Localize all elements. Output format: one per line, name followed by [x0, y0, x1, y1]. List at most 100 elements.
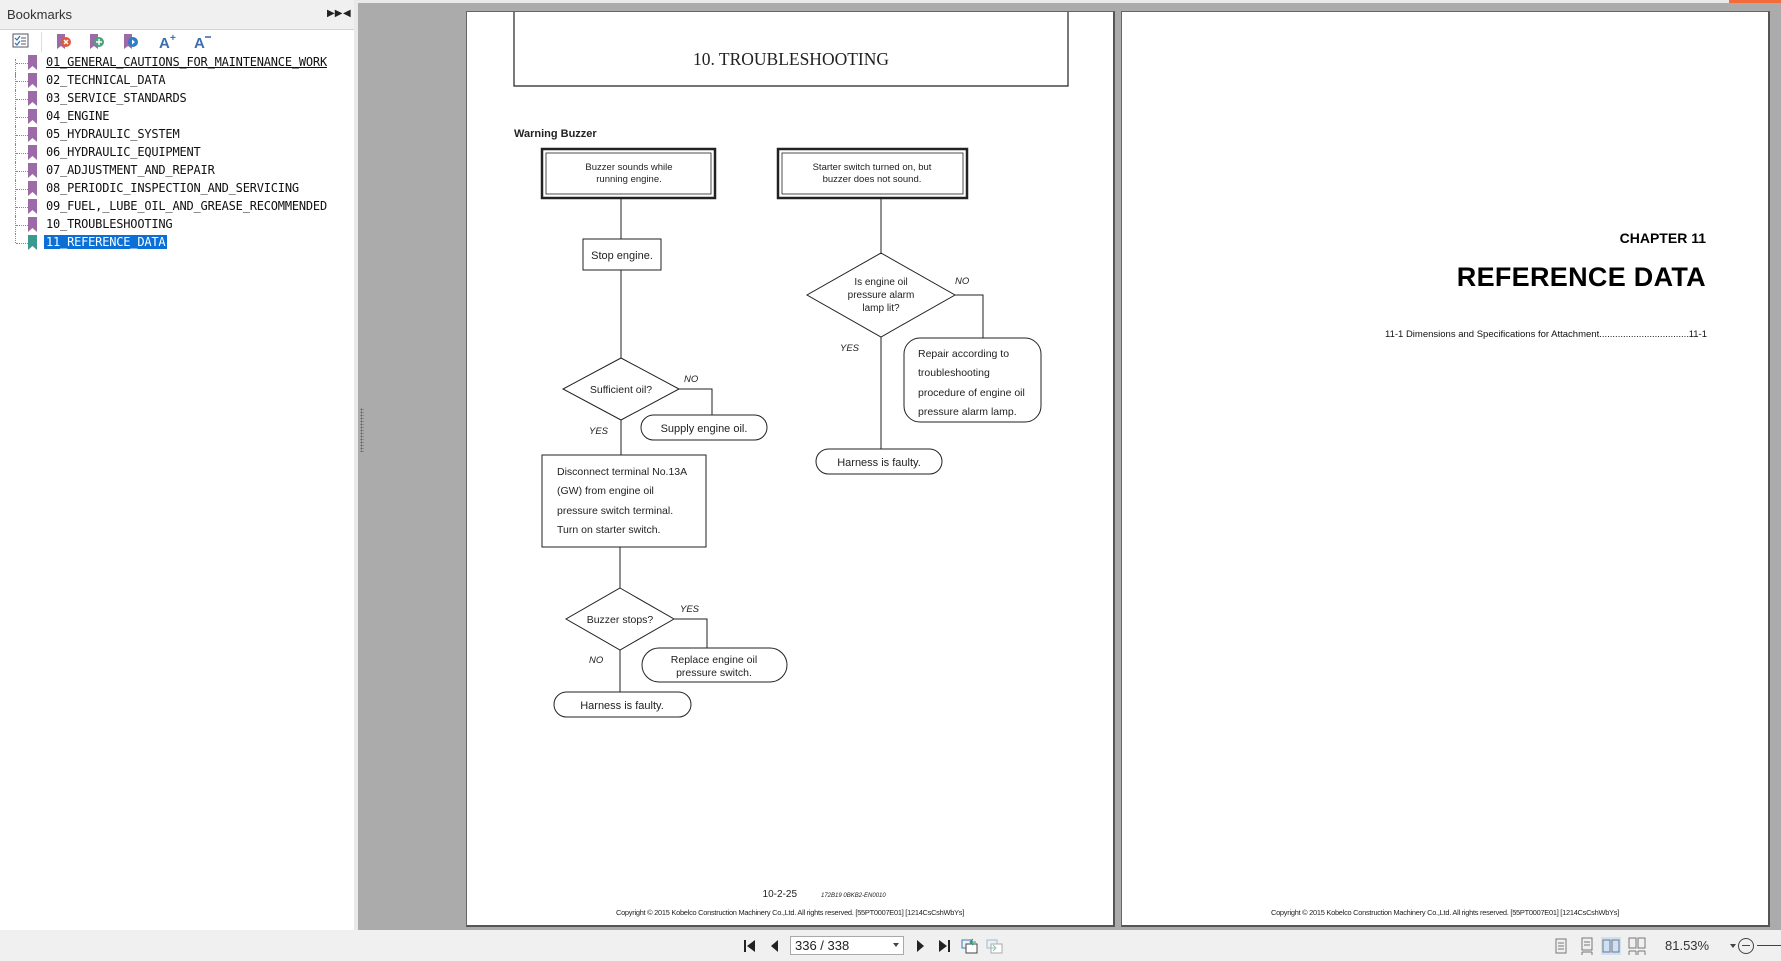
- tree-line: [16, 81, 28, 82]
- zoom-level[interactable]: 81.53%: [1665, 938, 1710, 953]
- panel-title: Bookmarks: [7, 7, 73, 22]
- bookmark-item[interactable]: 04_ENGINE: [0, 108, 354, 126]
- bookmark-icon: [28, 181, 37, 196]
- buzzer-stops-text: Buzzer stops?: [587, 614, 654, 626]
- zoom-slider[interactable]: [1757, 945, 1781, 946]
- repair-line1: Repair according to: [918, 348, 1009, 360]
- two-page-view-icon[interactable]: [1601, 937, 1621, 955]
- left-connectors: [619, 199, 984, 692]
- tree-line: [16, 207, 28, 208]
- chapter-title: REFERENCE DATA: [1456, 262, 1706, 292]
- splitter-grip[interactable]: [360, 408, 364, 452]
- harness-faulty-right-terminator: [815, 448, 943, 475]
- tree-line: [16, 63, 28, 64]
- stop-engine-box: [582, 238, 662, 271]
- bookmark-item[interactable]: 11_REFERENCE_DATA: [0, 234, 354, 252]
- accent-bar: [1729, 0, 1781, 3]
- disconnect-line3: pressure switch terminal.: [557, 505, 673, 517]
- tree-line: [15, 108, 16, 126]
- buzzer-stops-no: NO: [589, 655, 604, 666]
- delete-bookmark-icon[interactable]: [56, 33, 76, 51]
- tree-line: [15, 126, 16, 144]
- add-bookmark-icon[interactable]: [89, 33, 109, 51]
- tree-line: [16, 117, 28, 118]
- page-number: 10-2-25: [763, 889, 798, 900]
- repair-line3: procedure of engine oil: [918, 387, 1025, 399]
- tree-line: [16, 99, 28, 100]
- section-title: Warning Buzzer: [514, 128, 597, 140]
- sufficient-oil-text: Sufficient oil?: [590, 384, 652, 396]
- bookmark-label: 09_FUEL,_LUBE_OIL_AND_GREASE_RECOMMENDED: [46, 199, 327, 213]
- tree-line: [15, 198, 16, 216]
- copyright-left: Copyright © 2015 Kobelco Construction Ma…: [615, 908, 964, 917]
- bookmark-icon: [28, 73, 37, 88]
- stop-engine-text: Stop engine.: [591, 250, 653, 262]
- tree-line: [15, 59, 16, 77]
- status-bar: 336 / 338 81.53%: [0, 930, 1781, 961]
- bookmark-item[interactable]: 09_FUEL,_LUBE_OIL_AND_GREASE_RECOMMENDED: [0, 198, 354, 216]
- panel-expand-icon[interactable]: ▶▶: [327, 8, 343, 19]
- tree-line: [16, 243, 28, 244]
- bookmark-icon: [28, 127, 37, 142]
- tree-line: [16, 225, 28, 226]
- decrease-font-icon[interactable]: A: [193, 33, 213, 52]
- harness-faulty-right-text: Harness is faulty.: [837, 457, 921, 469]
- bookmark-label: 03_SERVICE_STANDARDS: [46, 91, 187, 105]
- toc-entry[interactable]: 11-1 Dimensions and Specifications for A…: [1385, 329, 1707, 340]
- bookmark-item[interactable]: 02_TECHNICAL_DATA: [0, 72, 354, 90]
- bookmark-label: 05_HYDRAULIC_SYSTEM: [46, 127, 180, 141]
- repair-line2: troubleshooting: [918, 367, 990, 379]
- start-right-line2: buzzer does not sound.: [823, 174, 922, 185]
- bookmark-item[interactable]: 03_SERVICE_STANDARDS: [0, 90, 354, 108]
- start-box-left: [540, 147, 717, 200]
- continuous-view-icon[interactable]: [1577, 937, 1597, 955]
- alarm-lamp-no: NO: [955, 276, 970, 287]
- previous-page-button[interactable]: [767, 938, 783, 954]
- page-indicator: 336 / 338: [795, 938, 850, 953]
- alarm-lamp-diamond: [805, 252, 957, 338]
- bookmark-label: 08_PERIODIC_INSPECTION_AND_SERVICING: [46, 181, 299, 195]
- tree-line: [15, 234, 16, 243]
- tree-line: [16, 135, 28, 136]
- bookmark-item[interactable]: 10_TROUBLESHOOTING: [0, 216, 354, 234]
- buzzer-stops-yes: YES: [680, 604, 700, 615]
- previous-view-icon[interactable]: [961, 938, 978, 954]
- goto-bookmark-icon[interactable]: [123, 33, 143, 51]
- page-number-select[interactable]: 336 / 338: [790, 936, 904, 955]
- start-right-line1: Starter switch turned on, but: [813, 162, 932, 173]
- bookmark-icon: [28, 217, 37, 232]
- single-page-view-icon[interactable]: [1551, 937, 1571, 955]
- bookmark-item[interactable]: 01_GENERAL_CAUTIONS_FOR_MAINTENANCE_WORK: [0, 54, 354, 77]
- bookmark-item[interactable]: 06_HYDRAULIC_EQUIPMENT: [0, 144, 354, 162]
- bookmark-item[interactable]: 08_PERIODIC_INSPECTION_AND_SERVICING: [0, 180, 354, 198]
- disconnect-line2: (GW) from engine oil: [557, 485, 654, 497]
- flowchart: 10. TROUBLESHOOTING Warning Buzzer Buzze…: [513, 12, 1069, 900]
- replace-switch-terminator: [641, 647, 788, 683]
- bookmark-item[interactable]: 07_ADJUSTMENT_AND_REPAIR: [0, 162, 354, 180]
- expand-all-icon[interactable]: [12, 33, 32, 51]
- increase-font-icon[interactable]: A+: [158, 33, 178, 52]
- toc-leader: [1599, 329, 1688, 340]
- two-page-continuous-view-icon[interactable]: [1627, 937, 1647, 955]
- next-view-icon[interactable]: [986, 938, 1003, 954]
- tree-line: [16, 189, 28, 190]
- page-code: 172B19 0BKB2-EN0010: [821, 893, 886, 899]
- next-page-button[interactable]: [912, 938, 928, 954]
- zoom-out-button[interactable]: [1738, 938, 1754, 954]
- bookmark-item[interactable]: 05_HYDRAULIC_SYSTEM: [0, 126, 354, 144]
- tree-line: [16, 171, 28, 172]
- replace-switch-line2: pressure switch.: [676, 667, 752, 679]
- toc-entry-page: 11-1: [1688, 329, 1707, 340]
- panel-collapse-icon[interactable]: ◀: [343, 8, 351, 19]
- tree-line: [15, 180, 16, 198]
- bookmark-icon: [28, 235, 37, 250]
- repair-procedure-box: [903, 337, 1042, 423]
- last-page-button[interactable]: [936, 938, 952, 954]
- panel-splitter[interactable]: [354, 0, 358, 930]
- zoom-dropdown-icon[interactable]: [1730, 944, 1736, 948]
- bookmark-label: 02_TECHNICAL_DATA: [46, 73, 166, 87]
- svg-text:A: A: [159, 35, 170, 51]
- harness-faulty-left-text: Harness is faulty.: [580, 700, 664, 712]
- bookmarks-toolbar: A+ A: [0, 30, 354, 54]
- first-page-button[interactable]: [742, 938, 758, 954]
